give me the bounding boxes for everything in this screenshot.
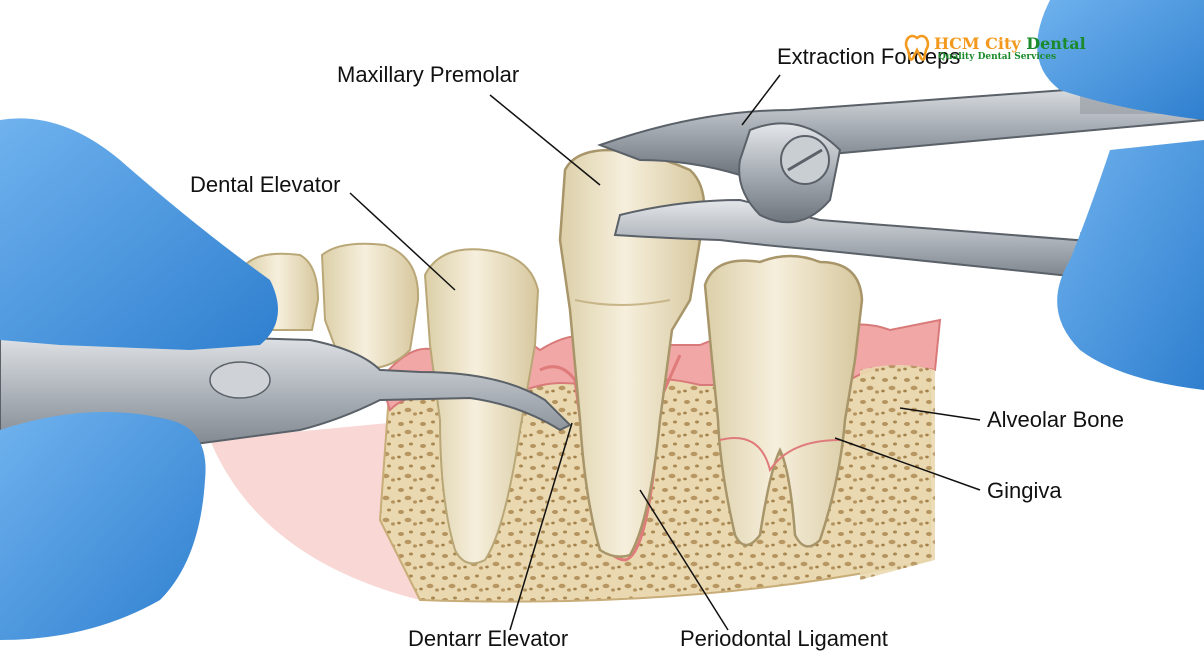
- label-maxillary-premolar: Maxillary Premolar: [337, 62, 520, 87]
- molar-tooth: [703, 254, 864, 548]
- soft-tissue-shadow: [210, 420, 420, 600]
- bone-edge: [860, 365, 935, 580]
- label-extraction-forceps: Extraction Forceps: [777, 44, 961, 69]
- premolar-tooth: [423, 248, 540, 565]
- glove-right: [1037, 0, 1204, 390]
- label-dentarr-elevator: Dentarr Elevator: [408, 626, 569, 651]
- glove-left: [0, 118, 278, 640]
- tooth-icon: [904, 34, 930, 61]
- label-alveolar-bone: Alveolar Bone: [987, 407, 1124, 432]
- leader-lines: [349, 74, 981, 631]
- brand-logo: HCM City Dental Quality Dental Services: [902, 30, 1086, 70]
- logo-name: HCM City Dental: [934, 34, 1086, 53]
- logo-name-part1: HCM City: [934, 34, 1021, 53]
- logo-tagline: Quality Dental Services: [938, 52, 1057, 62]
- incisor-teeth: [243, 242, 420, 369]
- label-gingiva: Gingiva: [987, 478, 1062, 503]
- logo-name-part2: Dental: [1026, 34, 1086, 53]
- label-dental-elevator: Dental Elevator: [190, 172, 341, 197]
- label-periodontal-ligament: Periodontal Ligament: [680, 626, 888, 651]
- extraction-forceps: [597, 78, 1204, 292]
